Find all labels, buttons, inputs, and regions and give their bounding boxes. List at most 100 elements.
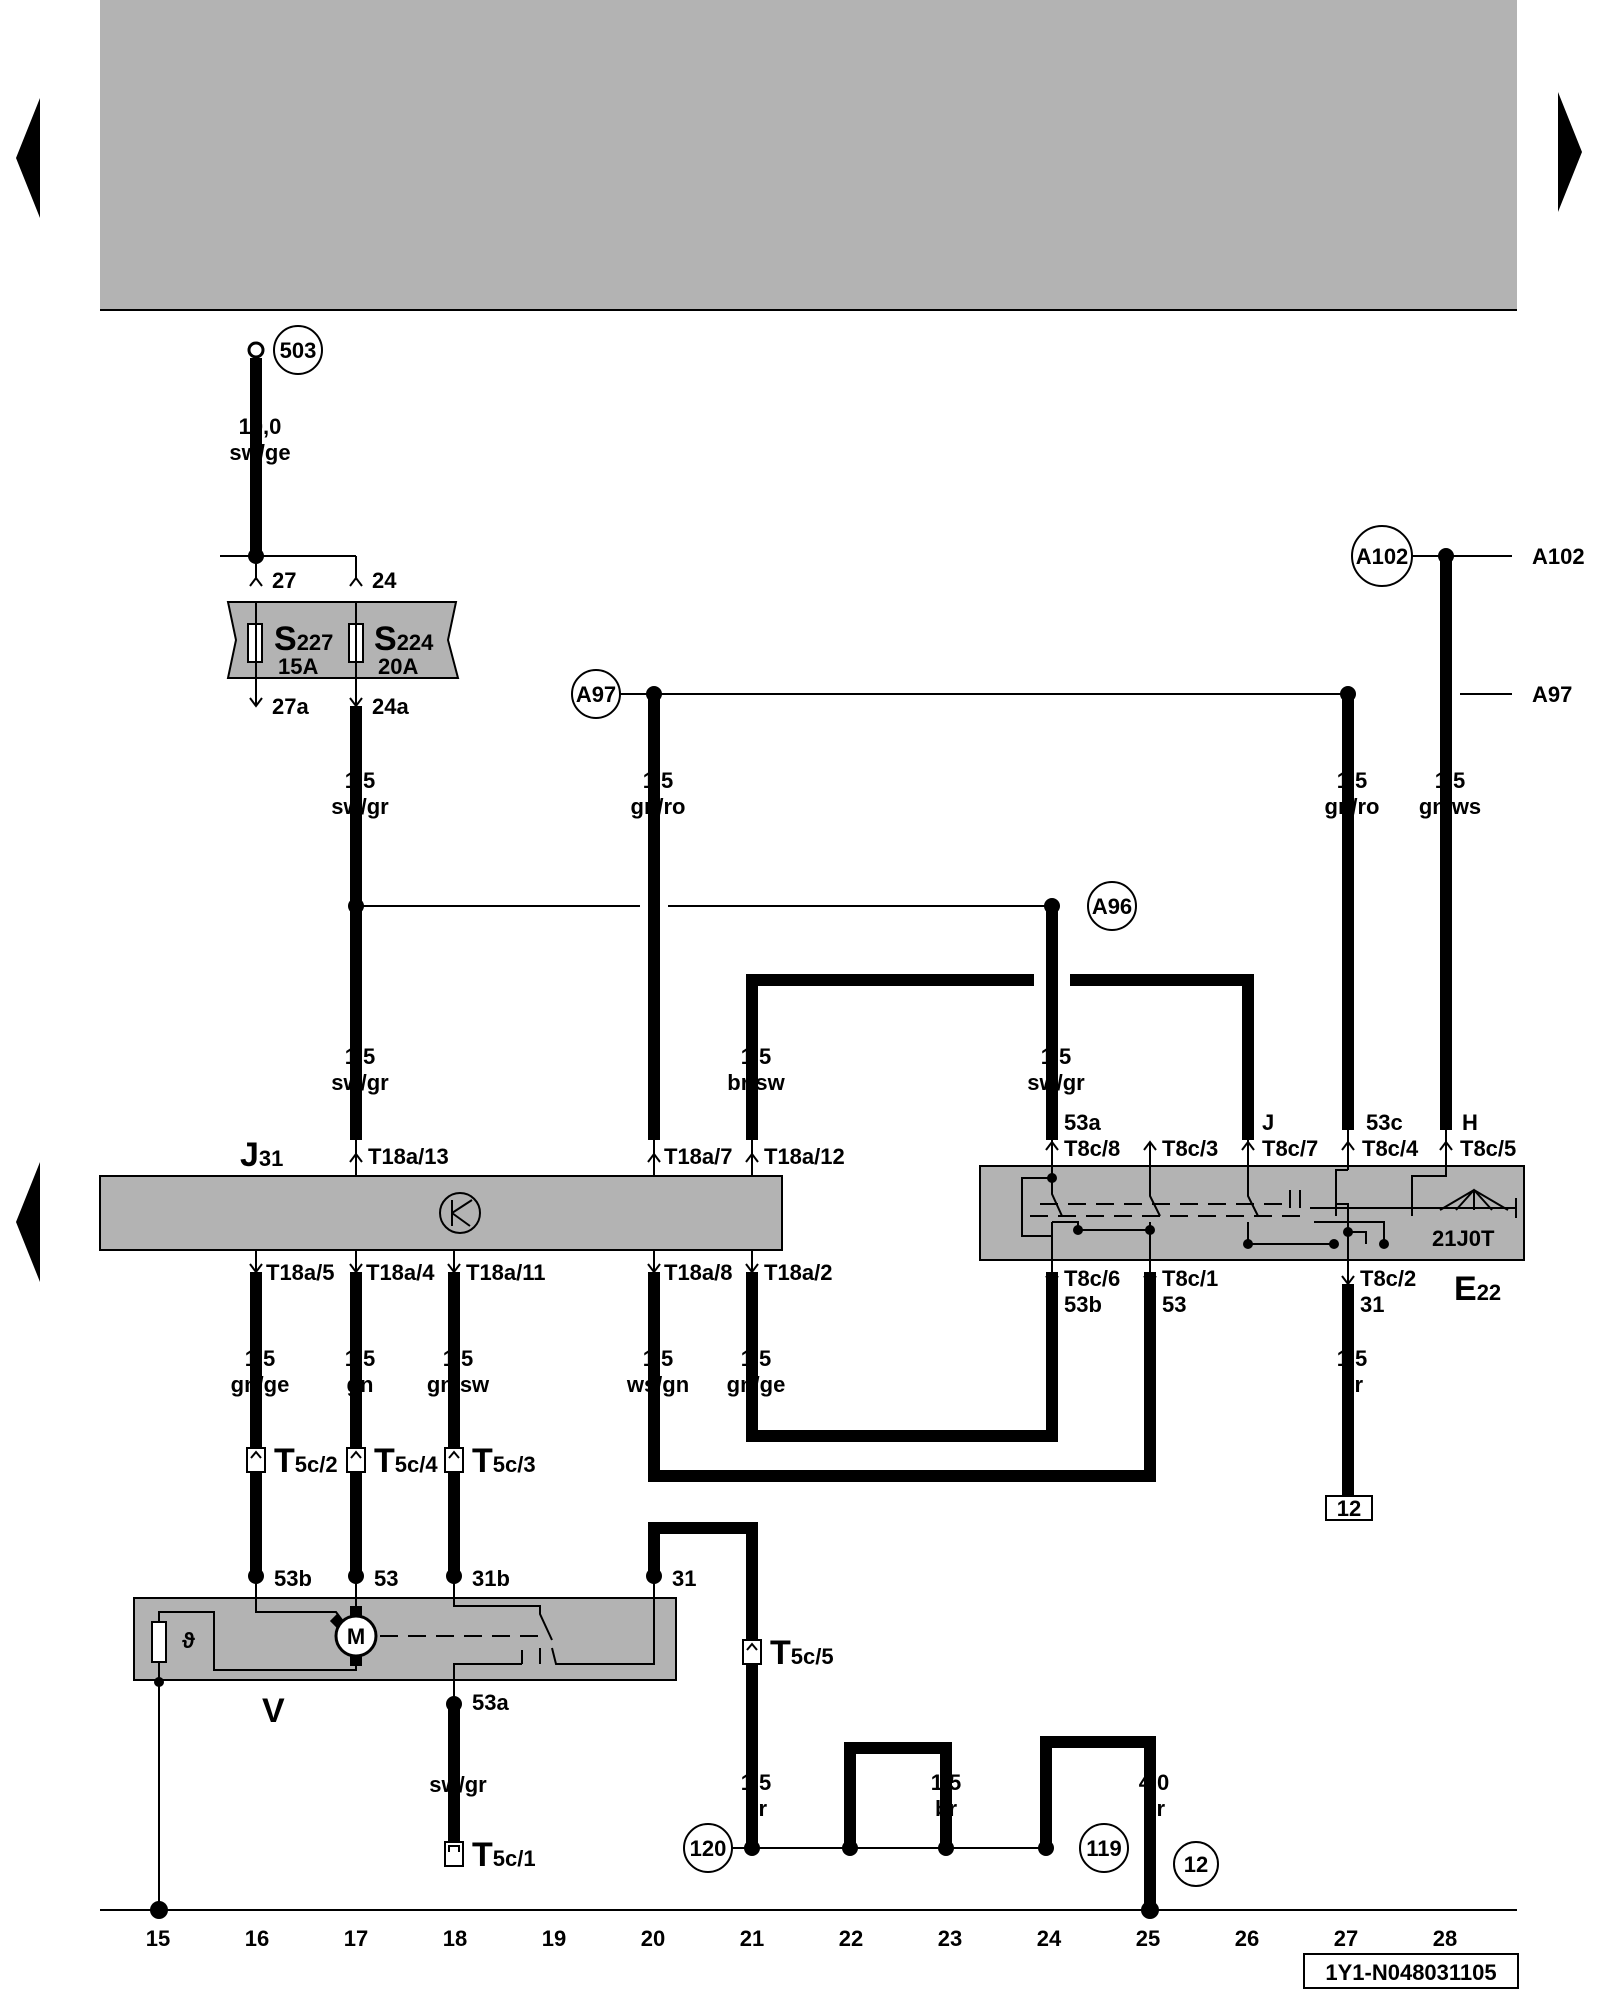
wire-br-25 (1040, 1736, 1156, 1910)
ref-503: 503 (280, 338, 317, 363)
connector-t5c4-icon (350, 1450, 362, 1459)
pin-v-53: 53 (374, 1566, 398, 1591)
prev-page-bottom-button[interactable] (16, 1162, 40, 1282)
motor-brush-icon (350, 1656, 362, 1666)
junction-dot (744, 1840, 760, 1856)
track-number: 19 (542, 1926, 566, 1951)
wire-ws-gn (648, 1272, 1156, 1482)
pin-t18a-12: T18a/12 (764, 1144, 845, 1169)
wire-14-color: sw/gr (429, 1772, 487, 1797)
wire-10-size: 1,5 (443, 1346, 474, 1371)
ref-a97-left: A97 (576, 682, 616, 707)
junction-dot (1141, 1901, 1159, 1919)
pin-label-h: H (1462, 1110, 1478, 1135)
ref-119-circle (1079, 1823, 1129, 1873)
switch-contact (1289, 1190, 1301, 1208)
pin-label-31: 31 (1360, 1292, 1384, 1317)
fuse-s224-label: S224 (374, 620, 434, 658)
pin-v-31b: 31b (472, 1566, 510, 1591)
wire-2-size: 1,5 (345, 1044, 376, 1069)
track-number: 20 (641, 1926, 665, 1951)
junction-dot (1145, 1225, 1155, 1235)
fuse-s227-label: S227 (274, 620, 333, 658)
pin-label-j: J (1262, 1110, 1274, 1135)
pin-t8c-4: T8c/4 (1362, 1136, 1419, 1161)
connector-t5c3-icon (448, 1450, 460, 1459)
doc-id-box (1303, 1953, 1519, 1989)
ref-a97-right: A97 (1532, 682, 1572, 707)
junction-dot (1073, 1225, 1083, 1235)
pin-v-53b: 53b (274, 1566, 312, 1591)
connector-t5c3-icon (444, 1447, 464, 1473)
pin-t8c-6: T8c/6 (1064, 1266, 1120, 1291)
terminal-503 (247, 341, 265, 359)
wire-2-color: sw/gr (331, 1070, 389, 1095)
wire-6-color: gn/ro (1325, 794, 1380, 819)
pin-label-53: 53 (1162, 1292, 1186, 1317)
header-band (100, 0, 1517, 310)
internal-wiring (158, 1611, 357, 1671)
junction-dot (1379, 1239, 1389, 1249)
wire-3-size: 1,5 (643, 768, 674, 793)
wire-12-size: 1,5 (741, 1346, 772, 1371)
next-page-button[interactable] (1558, 92, 1582, 212)
internal-wiring (1347, 1231, 1367, 1256)
pin-t18a-13: T18a/13 (368, 1144, 449, 1169)
connector-t5c1-icon (448, 1845, 460, 1852)
wire-br-31 (648, 1522, 758, 1848)
wire-4-color: br/sw (727, 1070, 785, 1095)
wire-17-color: br (1143, 1796, 1165, 1821)
track-number: 25 (1136, 1926, 1160, 1951)
wire-6-size: 1,5 (1337, 768, 1368, 793)
doc-id: 1Y1-N048031105 (1325, 1960, 1496, 1985)
track-number: 28 (1433, 1926, 1457, 1951)
internal-wiring (453, 1576, 553, 1664)
fuse-pin-27a: 27a (272, 694, 309, 719)
ref-12-box (1325, 1495, 1373, 1521)
wire-15-size: 1,5 (741, 1770, 772, 1795)
wire-top-color: sw/ge (229, 440, 290, 465)
wire-5-size: 1,5 (1041, 1044, 1072, 1069)
pin-t8c-8: T8c/8 (1064, 1136, 1120, 1161)
wire-3-color: gn/ro (631, 794, 686, 819)
wire-9-color: gn (347, 1372, 374, 1397)
junction-dot (150, 1901, 168, 1919)
connector-t5c5-icon (742, 1639, 762, 1665)
pin-t8c-7: T8c/7 (1262, 1136, 1318, 1161)
fuse-pin-27: 27 (272, 568, 296, 593)
wire-13-size: 1,5 (1337, 1346, 1368, 1371)
track-number: 23 (938, 1926, 962, 1951)
fuse-s224-rating: 20A (378, 654, 418, 679)
internal-wiring (1314, 1221, 1385, 1244)
track-number: 21 (740, 1926, 764, 1951)
track-number: 26 (1235, 1926, 1259, 1951)
motor-brush-icon (350, 1606, 362, 1616)
internal-wiring (1149, 1236, 1334, 1250)
wire-gn-ge-2 (746, 1272, 1058, 1442)
pin-arrow (349, 576, 363, 587)
track-number: 22 (839, 1926, 863, 1951)
ref-a102-left: A102 (1356, 544, 1409, 569)
prev-page-button[interactable] (16, 98, 40, 218)
switch-contact (1051, 1178, 1063, 1236)
wire-12-color: gn/ge (727, 1372, 786, 1397)
wire-8-color: gn/ge (231, 1372, 290, 1397)
ref-a96: A96 (1092, 894, 1132, 919)
motor-brush-icon (329, 1613, 345, 1629)
fuse-block (226, 601, 460, 679)
wire-1-size: 1,5 (345, 768, 376, 793)
ref-119: 119 (1086, 1836, 1122, 1861)
component-e22-code: 21J0T (1432, 1226, 1495, 1251)
wire-13-color: br (1341, 1372, 1363, 1397)
wire-5-color: sw/gr (1027, 1070, 1085, 1095)
wire-4-size: 1,5 (741, 1044, 772, 1069)
ref-12: 12 (1184, 1852, 1208, 1877)
wire-br-23 (844, 1742, 952, 1848)
track-number: 17 (344, 1926, 368, 1951)
wire-7-color: gn/ws (1419, 794, 1481, 819)
thermal-fuse-icon (151, 1621, 167, 1663)
internal-wiring (1411, 1166, 1447, 1216)
pin-v-53a: 53a (472, 1690, 509, 1715)
wire-8-size: 1,5 (245, 1346, 276, 1371)
